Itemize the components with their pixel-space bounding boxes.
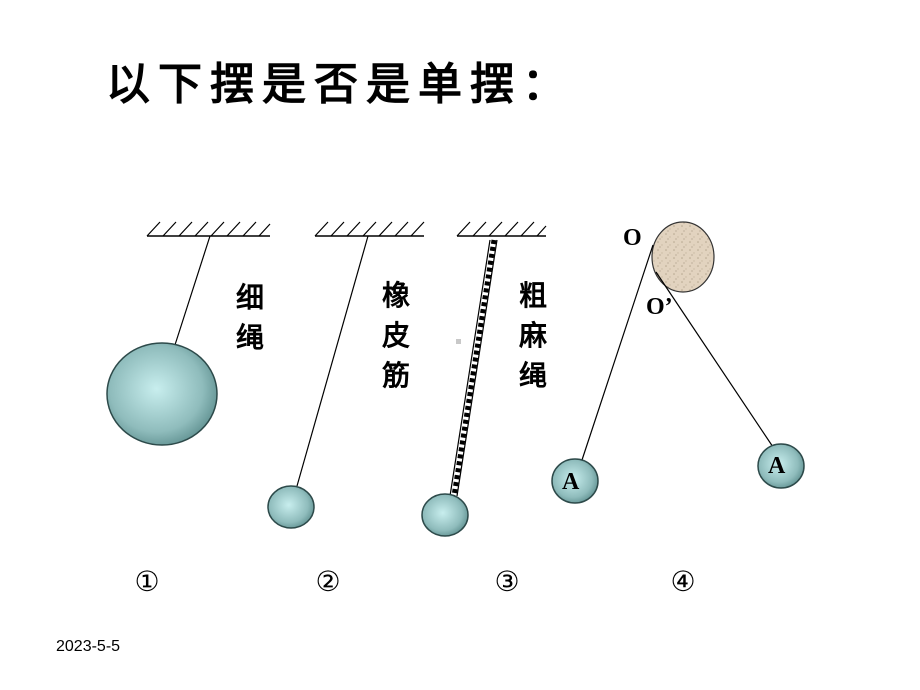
pendulum-2 [267, 221, 425, 529]
label-char: 细 [235, 281, 264, 314]
label-char: 绳 [518, 359, 547, 392]
label-char: 筋 [381, 359, 410, 392]
point-o-prime: O’ [646, 294, 673, 320]
footer-date: 2023-5-5 [56, 638, 121, 655]
pendulum-4 [551, 221, 805, 504]
number-4: ④ [670, 565, 696, 598]
bob-label-a-right: A [768, 453, 786, 479]
rubber-band [296, 235, 369, 487]
label-hemp-rope: 粗 麻 绳 [516, 276, 550, 396]
bob-large [106, 342, 218, 446]
label-char: 橡 [381, 279, 410, 312]
string-right [655, 271, 774, 448]
label-char: 粗 [518, 279, 547, 312]
string-left [581, 244, 654, 461]
bob-label-a-left: A [562, 469, 580, 495]
thin-string [173, 235, 211, 349]
slide-title: 以下摆是否是单摆： [106, 59, 574, 110]
pendulum-1 [106, 221, 271, 446]
label-char: 麻 [518, 319, 547, 352]
ceiling-support-3 [456, 221, 547, 237]
bob-a-left [551, 458, 599, 504]
bob-a-right [757, 443, 805, 489]
number-3: ③ [494, 565, 520, 598]
stray-mark [456, 339, 461, 344]
label-thin-string: 细 绳 [233, 278, 267, 358]
number-1: ① [134, 565, 160, 598]
label-char: 绳 [235, 321, 264, 354]
ceiling-support-1 [146, 221, 271, 237]
number-2: ② [315, 565, 341, 598]
pulley-disc [651, 221, 715, 293]
point-o: O [623, 225, 642, 251]
pendulum-3 [421, 221, 547, 537]
label-rubber-band: 橡 皮 筋 [379, 276, 413, 396]
label-char: 皮 [381, 319, 410, 352]
ceiling-support-2 [314, 221, 425, 237]
bob-small-2 [267, 485, 315, 529]
thick-rope [449, 239, 498, 497]
bob-small-3 [421, 493, 469, 537]
